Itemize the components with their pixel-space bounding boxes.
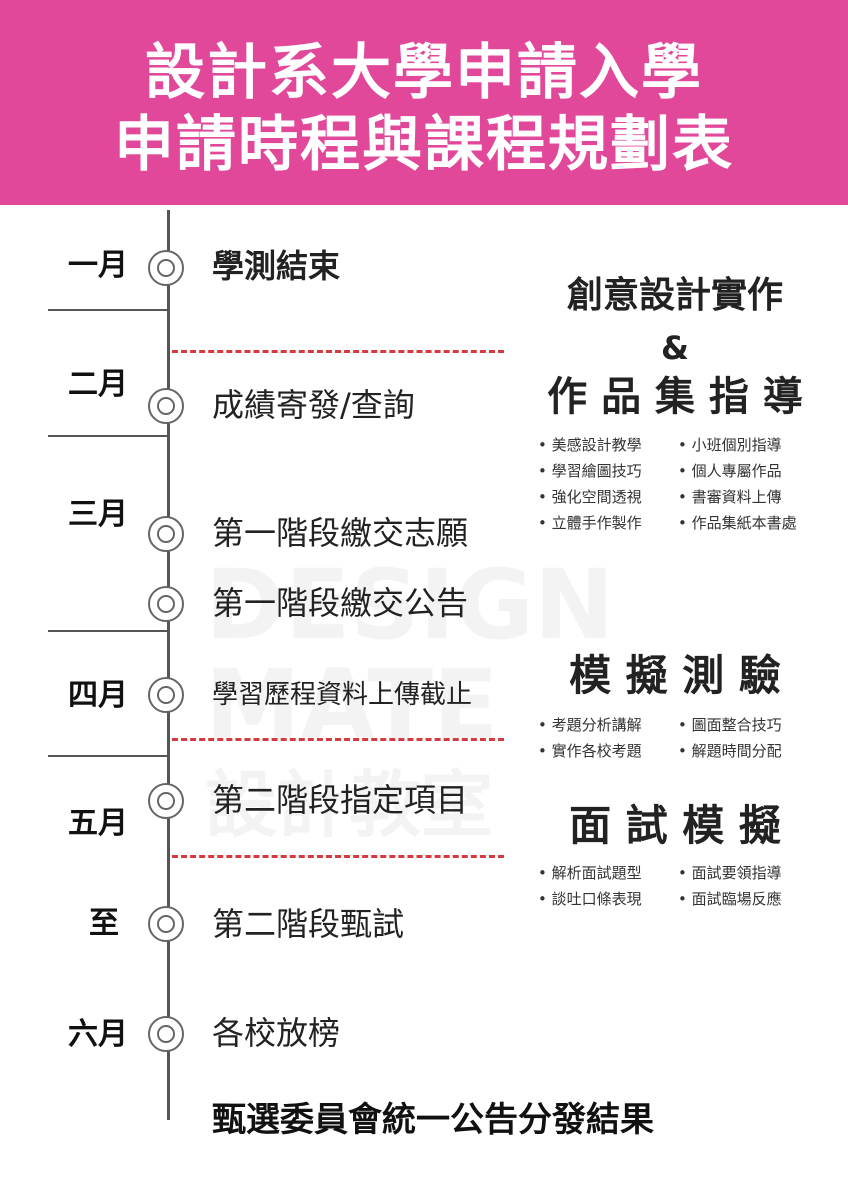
timeline-vertical-line [167, 210, 170, 1120]
event-portfolio-deadline: 學習歷程資料上傳截止 [212, 680, 473, 710]
list-item: 面試要領指導 [678, 860, 838, 886]
event-stage1-announce: 第一階段繳交公告 [212, 584, 469, 622]
event-stage2-interview: 第二階段甄試 [212, 905, 405, 943]
page-title-line2: 申請時程與課程規劃表 [114, 110, 734, 180]
event-score-release: 成績寄發/查詢 [212, 386, 415, 424]
month-label-may: 五月 [68, 806, 128, 841]
list-item: 圖面整合技巧 [678, 712, 838, 738]
course-bullets-interview: 解析面試題型 面試要領指導 談吐口條表現 面試臨場反應 [538, 860, 838, 912]
list-item: 解題時間分配 [678, 738, 838, 764]
timeline-node-icon [148, 906, 184, 942]
course-ampersand: & [661, 329, 689, 367]
final-announcement: 甄選委員會統一公告分發結果 [212, 1100, 654, 1140]
list-item: 考題分析講解 [538, 712, 670, 738]
dashed-divider [172, 738, 504, 741]
timeline-node-icon [148, 250, 184, 286]
event-stage1-submit: 第一階段繳交志願 [212, 514, 469, 552]
page-title-line1: 設計系大學申請入學 [145, 38, 703, 108]
course-title-interview: 面 試 模 擬 [569, 801, 781, 850]
list-item: 立體手作製作 [538, 510, 670, 536]
list-item: 學習繪圖技巧 [538, 458, 670, 484]
course-subtitle-portfolio: 作 品 集 指 導 [547, 374, 803, 420]
month-label-apr: 四月 [68, 678, 128, 713]
course-bullets-portfolio: 美感設計教學 小班個別指導 學習繪圖技巧 個人專屬作品 強化空間透視 書審資料上… [538, 432, 838, 536]
month-divider [48, 309, 170, 311]
course-title-creative: 創意設計實作 [566, 275, 783, 316]
dashed-divider [172, 350, 504, 353]
month-label-jan: 一月 [68, 248, 128, 283]
timeline-node-icon [148, 783, 184, 819]
timeline-node-icon [148, 388, 184, 424]
timeline-node-icon [148, 1016, 184, 1052]
month-label-to: 至 [89, 906, 119, 941]
month-label-mar: 三月 [68, 497, 128, 532]
list-item: 實作各校考題 [538, 738, 670, 764]
course-title-mock-test: 模 擬 測 驗 [569, 651, 781, 700]
timeline-node-icon [148, 516, 184, 552]
list-item: 作品集紙本書處 [678, 510, 838, 536]
month-label-feb: 二月 [68, 367, 128, 402]
list-item: 美感設計教學 [538, 432, 670, 458]
header-banner: 設計系大學申請入學 申請時程與課程規劃表 [0, 0, 848, 205]
month-divider [48, 755, 170, 757]
month-divider [48, 630, 170, 632]
event-results: 各校放榜 [212, 1014, 341, 1052]
list-item: 書審資料上傳 [678, 484, 838, 510]
list-item: 解析面試題型 [538, 860, 670, 886]
list-item: 強化空間透視 [538, 484, 670, 510]
event-exam-end: 學測結束 [212, 247, 341, 285]
list-item: 小班個別指導 [678, 432, 838, 458]
event-stage2-items: 第二階段指定項目 [212, 781, 469, 819]
month-label-jun: 六月 [68, 1017, 128, 1052]
dashed-divider [172, 855, 504, 858]
list-item: 面試臨場反應 [678, 886, 838, 912]
list-item: 談吐口條表現 [538, 886, 670, 912]
timeline-node-icon [148, 586, 184, 622]
timeline-node-icon [148, 677, 184, 713]
list-item: 個人專屬作品 [678, 458, 838, 484]
course-bullets-mock-test: 考題分析講解 圖面整合技巧 實作各校考題 解題時間分配 [538, 712, 838, 764]
month-divider [48, 435, 170, 437]
